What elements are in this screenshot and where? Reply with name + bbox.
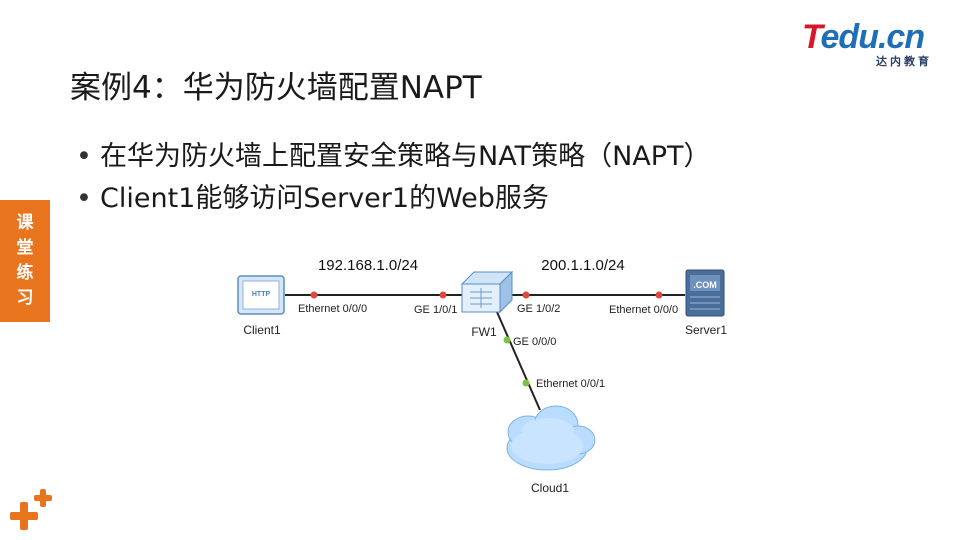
bullet-dot-icon: • <box>76 183 92 214</box>
logo-subtitle: 达内教育 <box>876 55 932 68</box>
port-label-fw-ge101: GE 1/0/1 <box>414 304 457 316</box>
link-fw-cloud <box>496 311 541 411</box>
bullet-item: •Client1能够访问Server1的Web服务 <box>76 178 711 220</box>
port-status-dot-cloud <box>522 379 530 387</box>
node-label-server1: Server1 <box>685 323 727 337</box>
port-status-dot-fw-ge101 <box>439 291 447 299</box>
slide-title: 案例4：华为防火墙配置NAPT <box>70 70 482 106</box>
subnet-label-left: 192.168.1.0/24 <box>318 257 418 274</box>
classroom-exercise-tab: 课 堂 练 习 <box>0 200 50 322</box>
server-icon: .COM <box>685 269 725 317</box>
firewall-icon <box>460 270 514 314</box>
node-label-fw1: FW1 <box>471 325 497 339</box>
port-label-server-eth: Ethernet 0/0/0 <box>609 304 678 316</box>
client-pc-icon: HTTP <box>237 275 285 315</box>
port-status-dot-fw-ge102 <box>522 291 530 299</box>
decorative-plus-icon <box>10 489 52 530</box>
cloud-icon <box>506 405 596 471</box>
node-label-client1: Client1 <box>243 323 281 337</box>
port-label-cloud-eth: Ethernet 0/0/1 <box>536 378 605 390</box>
port-status-dot-server <box>655 291 663 299</box>
server-screen-text: .COM <box>693 280 717 290</box>
port-label-fw-ge102: GE 1/0/2 <box>517 303 560 315</box>
logo-wordmark: Tedu.cn <box>802 18 925 56</box>
port-label-fw-ge000: GE 0/0/0 <box>513 336 556 348</box>
bullet-dot-icon: • <box>76 141 92 172</box>
port-status-dot-fw-ge000 <box>503 336 511 344</box>
port-label-client-eth: Ethernet 0/0/0 <box>298 303 367 315</box>
port-status-dot-client <box>310 291 318 299</box>
bullet-item: •在华为防火墙上配置安全策略与NAT策略（NAPT） <box>76 136 711 178</box>
bullet-list: •在华为防火墙上配置安全策略与NAT策略（NAPT） •Client1能够访问S… <box>76 136 711 220</box>
client-screen-text: HTTP <box>252 291 271 298</box>
node-label-cloud1: Cloud1 <box>531 481 569 495</box>
subnet-label-right: 200.1.1.0/24 <box>541 257 624 274</box>
tedu-logo: Tedu.cn 达内教育 <box>802 20 942 68</box>
